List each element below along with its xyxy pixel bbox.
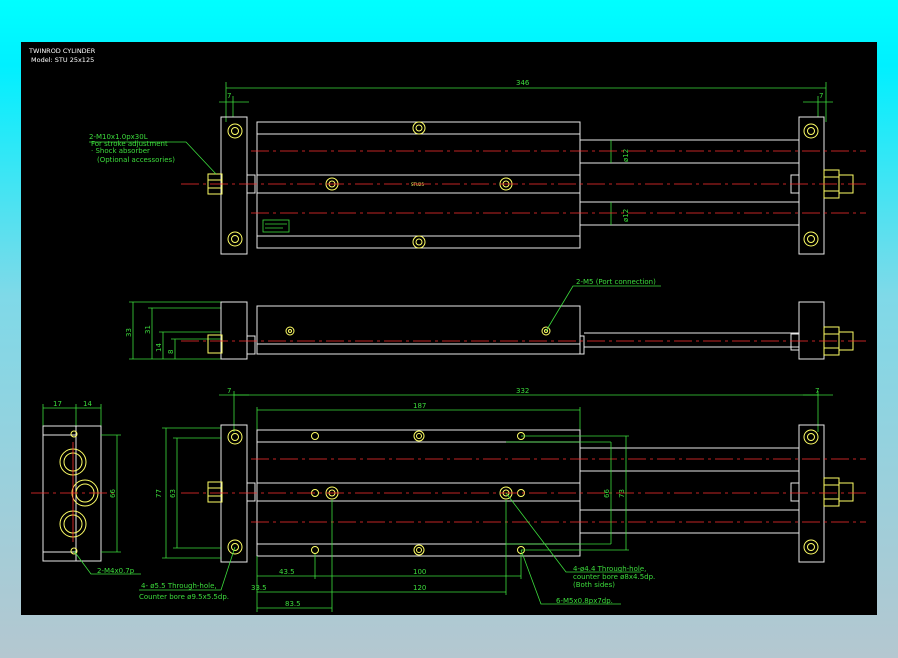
side-dim-31: 31: [144, 325, 152, 334]
top-brand-label: STU25: [411, 182, 424, 187]
bottom-dim-7-right: 7: [815, 387, 819, 395]
top-dim-7-left: 7: [227, 92, 231, 100]
cad-drawing: TWINROD CYLINDER Model: STU 25x125 346 7…: [28, 47, 866, 612]
side-dim-33: 33: [125, 328, 133, 337]
bottom-callout-thru-2: Counter bore ø9.5x5.5dp.: [139, 593, 229, 601]
bottom-callout-cb-1: 4-ø4.4 Through-hole,: [573, 565, 646, 573]
top-callout-4: (Optional accessories): [97, 156, 175, 164]
side-dim-14: 14: [155, 343, 163, 352]
top-callout-3: · Shock absorber: [91, 147, 150, 155]
bottom-dim-120: 120: [413, 584, 426, 592]
bottom-callout-cb-3: (Both sides): [573, 581, 615, 589]
cad-drawing-canvas[interactable]: TWINROD CYLINDER Model: STU 25x125 346 7…: [21, 42, 877, 615]
bottom-dim-100: 100: [413, 568, 426, 576]
end-dim-14: 14: [83, 400, 92, 408]
end-dim-66: 66: [109, 489, 117, 498]
bottom-dim-7-left: 7: [227, 387, 231, 395]
bottom-dim-187: 187: [413, 402, 426, 410]
bottom-callout-thru-1: 4- ø5.5 Through-hole,: [141, 582, 217, 590]
title-line-1: TWINROD CYLINDER: [28, 47, 96, 55]
top-callout-2: For stroke adjustment: [91, 140, 168, 148]
top-dim-7-right: 7: [819, 92, 823, 100]
bottom-dim-63: 63: [169, 489, 177, 498]
bottom-view: 332 7 7 187: [139, 387, 866, 612]
top-view: 346 7 7 STU25 ø1: [89, 79, 866, 255]
side-dim-8: 8: [167, 350, 175, 354]
bottom-callout-cb-2: counter bore ø8x4.5dp.: [573, 573, 655, 581]
bottom-dim-66: 66: [603, 489, 611, 498]
top-dim-346: 346: [516, 79, 530, 87]
top-dim-rod-lower: ø12: [622, 209, 630, 222]
title-line-2: Model: STU 25x125: [31, 56, 94, 64]
bottom-dim-43-5: 43.5: [279, 568, 295, 576]
top-dim-rod-upper: ø12: [622, 149, 630, 162]
end-dim-17: 17: [53, 400, 62, 408]
side-callout-port: 2-M5 (Port connection): [576, 278, 656, 286]
end-callout-m4: 2-M4x0.7p: [97, 567, 135, 575]
bottom-callout-m5: 6-M5x0.8px7dp.: [556, 597, 613, 605]
bottom-dim-83-5: 83.5: [285, 600, 301, 608]
bottom-dim-73: 73: [618, 489, 626, 498]
top-callout-1: 2-M10x1.0px30L: [89, 133, 148, 141]
bottom-dim-33-5: 33.5: [251, 584, 267, 592]
end-view: 17 14 66 2-M4x0.7p: [31, 400, 141, 575]
bottom-dim-77: 77: [155, 489, 163, 498]
bottom-dim-332: 332: [516, 387, 529, 395]
side-view: 33 31 14 8 2-M5 (Port connection): [125, 278, 866, 360]
